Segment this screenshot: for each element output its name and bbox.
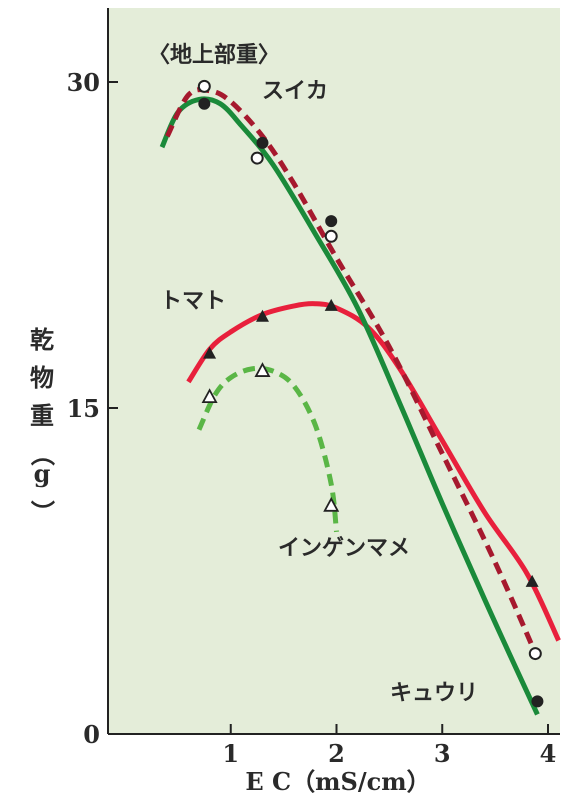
data-points bbox=[197, 79, 544, 708]
y-axis-title-glyph: 重 bbox=[30, 401, 54, 430]
axes: 0 15 30 1 2 3 4 bbox=[67, 8, 560, 768]
x-tick-label: 2 bbox=[328, 739, 345, 768]
y-axis-title-glyph: 物 bbox=[30, 363, 54, 392]
y-axis-title-glyph: 乾 bbox=[30, 325, 54, 354]
data-point bbox=[325, 215, 338, 228]
series-line-0 bbox=[165, 87, 540, 659]
y-tick-label: 15 bbox=[67, 394, 100, 423]
labels: 〈地上部重〉 スイカ キュウリ トマト インゲンマメ E C（mS/cm） 乾物… bbox=[28, 42, 478, 796]
x-tick-label: 3 bbox=[434, 739, 451, 768]
data-point bbox=[528, 647, 542, 661]
data-point bbox=[254, 362, 271, 377]
data-point bbox=[198, 97, 211, 110]
data-point bbox=[531, 695, 544, 708]
series-label-cucumber: キュウリ bbox=[390, 681, 478, 706]
data-point bbox=[201, 388, 218, 404]
y-axis-title-glyph: （ bbox=[28, 442, 57, 466]
series-line-2 bbox=[186, 301, 561, 642]
data-point bbox=[324, 229, 338, 243]
data-point bbox=[256, 136, 269, 149]
series-label-kidney-bean: インゲンマメ bbox=[278, 536, 410, 561]
chart-annotation: 〈地上部重〉 bbox=[148, 42, 280, 68]
x-axis-title: E C（mS/cm） bbox=[245, 767, 430, 796]
plot-background bbox=[108, 8, 560, 734]
data-point bbox=[323, 496, 340, 512]
data-point bbox=[250, 151, 264, 165]
y-axis-title: 乾物重 （g ） bbox=[28, 325, 57, 524]
data-point bbox=[197, 79, 211, 93]
data-point bbox=[255, 309, 269, 322]
x-tick-label: 1 bbox=[222, 739, 239, 768]
y-axis-title-glyph: ） bbox=[28, 500, 57, 524]
series-line-3 bbox=[196, 365, 339, 533]
data-point bbox=[203, 346, 217, 359]
data-point bbox=[525, 574, 539, 587]
x-tick-label: 4 bbox=[540, 739, 557, 768]
y-tick-label: 0 bbox=[83, 720, 100, 749]
data-point bbox=[324, 298, 338, 311]
y-axis-title-glyph: g bbox=[34, 459, 51, 488]
y-tick-label: 30 bbox=[67, 68, 100, 97]
series-label-tomato: トマト bbox=[160, 289, 226, 314]
series-label-watermelon: スイカ bbox=[262, 79, 328, 104]
